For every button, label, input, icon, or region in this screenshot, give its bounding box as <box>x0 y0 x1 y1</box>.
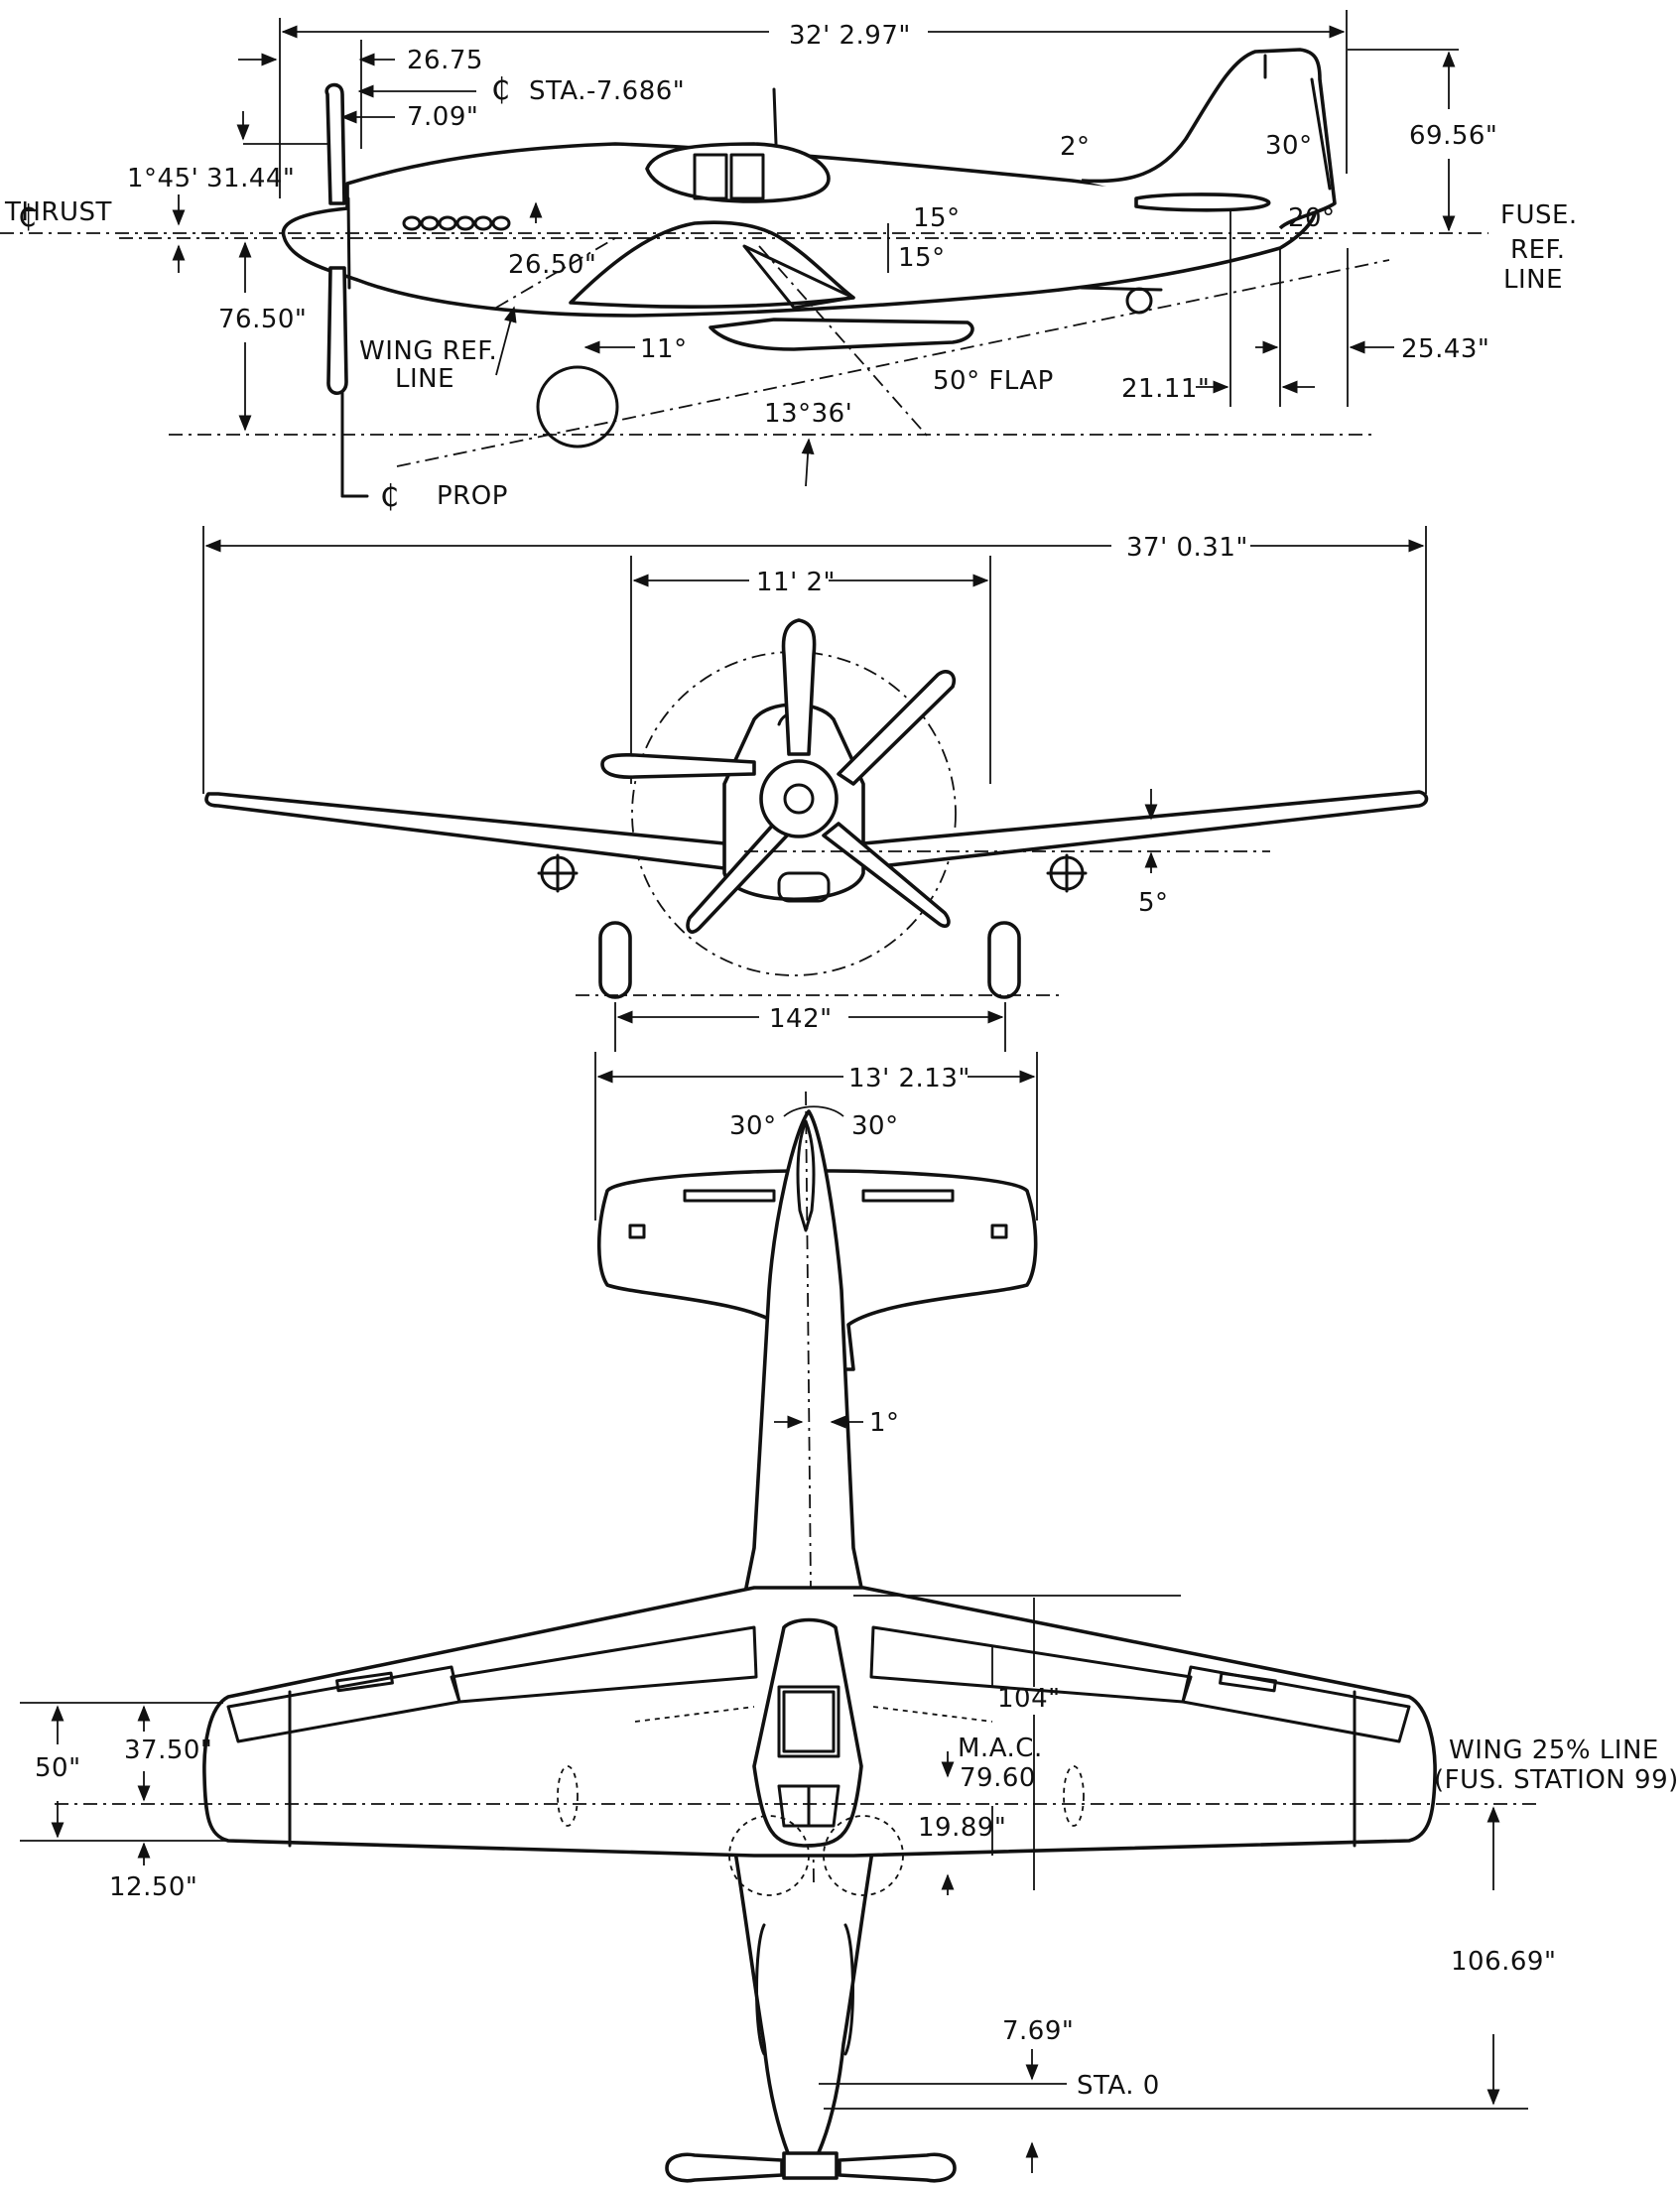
angle-15-up: 15° <box>913 203 961 233</box>
sta-0-label: STA. 0 <box>1077 2071 1160 2101</box>
side-radiator-scoop <box>709 318 974 351</box>
side-horizontal-tail <box>1134 193 1271 212</box>
wingspan-label: 37' 0.31" <box>1126 533 1248 563</box>
side-propeller <box>324 82 351 396</box>
dim-26-50: 26.50" <box>508 250 596 280</box>
front-propeller <box>600 618 957 934</box>
side-canopy <box>645 142 831 203</box>
dim-104-label: 104" <box>997 1684 1061 1714</box>
thrust-cl-symbol: ₵ <box>18 199 38 234</box>
dim-69-56: 69.56" <box>1409 121 1497 151</box>
rudder-right-label: 30° <box>851 1111 899 1141</box>
side-wing-section <box>569 220 855 309</box>
dim-7-09: 7.09" <box>407 102 478 132</box>
dim-76-50: 76.50" <box>218 305 307 334</box>
plan-gear-right <box>1063 1765 1085 1827</box>
overall-length-label: 32' 2.97" <box>789 21 911 51</box>
mac-value-label: 79.60 <box>960 1763 1036 1793</box>
wing-ref-line-label-2: LINE <box>395 364 454 394</box>
dim-19-89-label: 19.89" <box>918 1813 1006 1843</box>
prop-cl-symbol: ₵ <box>380 479 400 514</box>
angle-13-36: 13°36' <box>764 399 852 429</box>
side-vertical-tail <box>1081 48 1337 230</box>
dim-31-44: 31.44" <box>206 164 295 193</box>
dim-25-43: 25.43" <box>1401 334 1489 364</box>
rudder-left-label: 30° <box>729 1111 777 1141</box>
fin-offset-label: 1° <box>869 1408 900 1438</box>
angle-1-45: 1°45' <box>127 164 198 193</box>
plan-view: 13' 2.13" 30° 30° <box>20 1052 1679 2183</box>
exhaust-stacks <box>402 215 511 231</box>
fuse-ref-label-1: FUSE. <box>1500 200 1578 230</box>
angle-15-down: 15° <box>898 243 946 273</box>
thrust-label: THRUST <box>4 197 112 227</box>
plan-fin <box>796 1119 816 1232</box>
centerline-symbol: ₵ <box>491 72 511 107</box>
plan-gear-left <box>557 1765 579 1827</box>
tail-span-label: 13' 2.13" <box>848 1064 970 1093</box>
wing-ref-line-label-1: WING REF. <box>359 336 497 366</box>
side-main-wheel <box>536 365 619 449</box>
front-view: 37' 0.31" 11' 2" <box>202 526 1429 1052</box>
prop-label: PROP <box>437 481 508 511</box>
fuse-ref-label-3: LINE <box>1503 265 1563 295</box>
wing25-label-1: WING 25% LINE <box>1449 1736 1659 1765</box>
angle-30: 30° <box>1265 131 1313 161</box>
plan-cockpit <box>752 1617 863 1848</box>
dim-26-75: 26.75 <box>407 46 483 75</box>
tread-label: 142" <box>769 1004 833 1034</box>
mac-label: M.A.C. <box>958 1734 1043 1763</box>
front-landing-gear <box>537 853 1088 999</box>
dim-21-11: 21.11" <box>1121 374 1210 404</box>
angle-2: 2° <box>1060 132 1091 162</box>
angle-50-flap: 50° FLAP <box>933 366 1054 396</box>
fuse-ref-label-2: REF. <box>1510 235 1566 265</box>
dim-50-label: 50" <box>35 1753 81 1783</box>
dim-37-50-label: 37.50" <box>124 1736 212 1765</box>
side-view: 32' 2.97" 26.75 ₵ STA.-7.686" 7.09" <box>0 10 1578 514</box>
angle-20: 20° <box>1288 203 1336 233</box>
dim-7-69-label: 7.69" <box>1002 2016 1074 2046</box>
prop-diameter-label: 11' 2" <box>756 568 836 597</box>
station-label: STA.-7.686" <box>529 76 685 106</box>
plan-propeller <box>665 2151 957 2183</box>
wing25-label-2: (FUS. STATION 99) <box>1434 1765 1679 1795</box>
side-flap <box>742 244 855 310</box>
dihedral-label: 5° <box>1138 888 1169 918</box>
dim-106-69-label: 106.69" <box>1451 1947 1556 1977</box>
side-tail-wheel <box>1125 287 1153 315</box>
angle-11: 11° <box>640 334 688 364</box>
dim-12-50-label: 12.50" <box>109 1872 197 1902</box>
